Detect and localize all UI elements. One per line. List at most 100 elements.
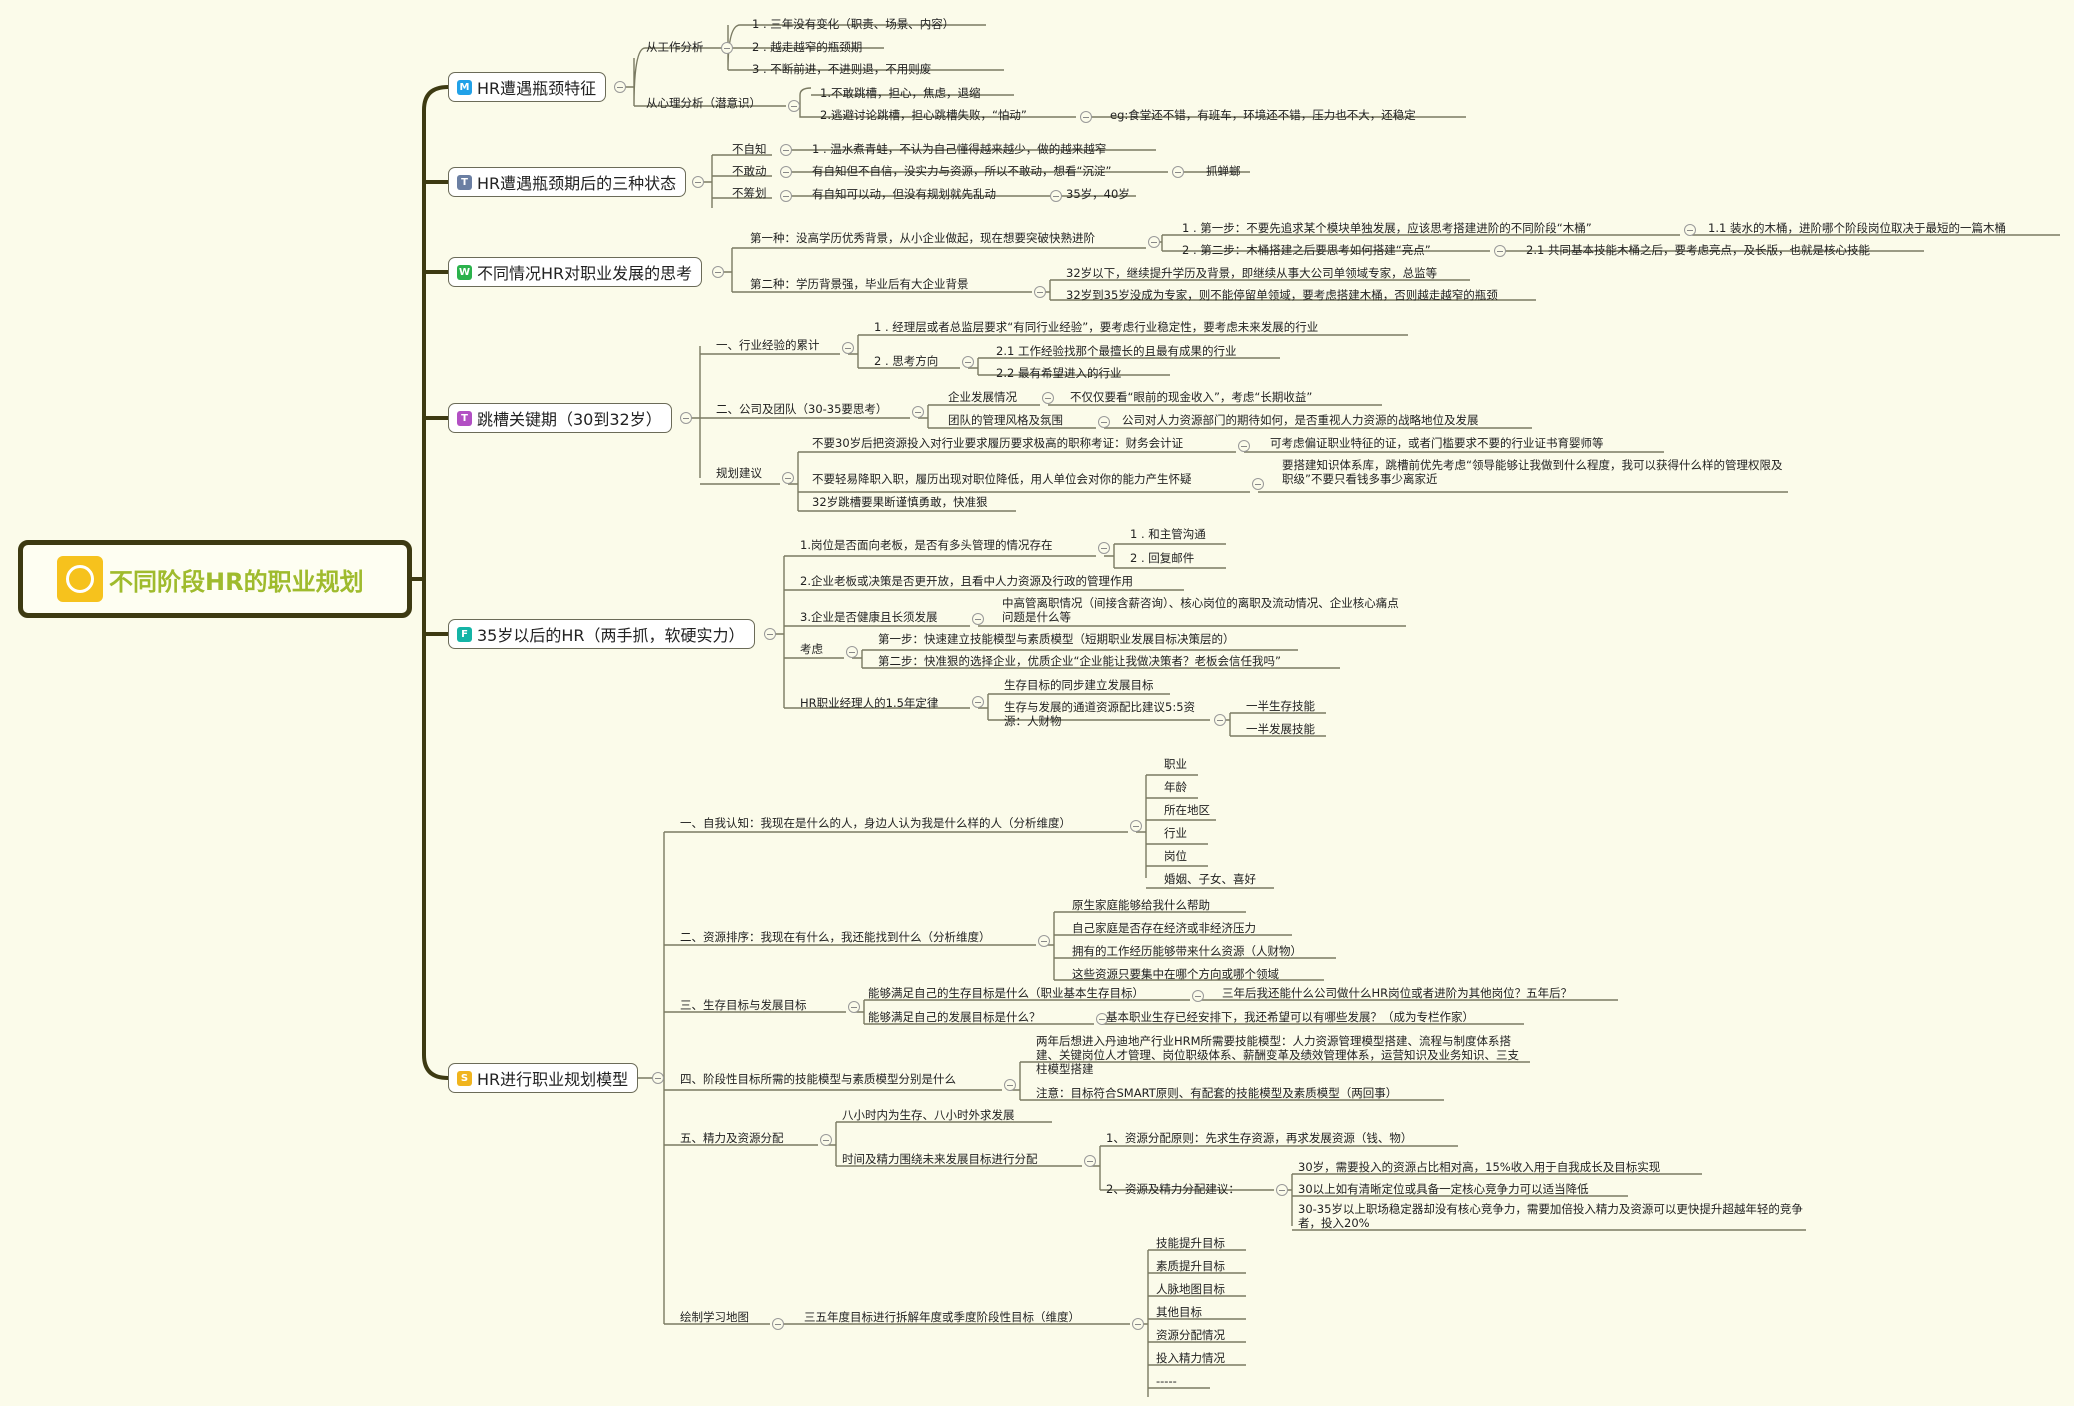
subtopic[interactable]: 2、资源及精力分配建议： bbox=[1106, 1182, 1240, 1196]
subtopic[interactable]: 团队的管理风格及氛围 bbox=[948, 413, 1063, 427]
subtopic-item[interactable]: 这些资源只要集中在哪个方向或哪个领域 bbox=[1072, 967, 1279, 981]
subtopic[interactable]: 三年后我还能什么公司做什么HR岗位或者进阶为其他岗位？五年后？ bbox=[1222, 986, 1573, 1000]
collapse-icon[interactable] bbox=[1252, 478, 1264, 490]
collapse-icon[interactable] bbox=[772, 1318, 784, 1330]
collapse-icon[interactable] bbox=[1494, 245, 1506, 257]
subtopic[interactable]: 2 . 越走越窄的瓶颈期 bbox=[752, 40, 863, 54]
subtopic-item[interactable]: 资源分配情况 bbox=[1156, 1328, 1225, 1342]
subtopic-item[interactable]: ----- bbox=[1156, 1374, 1177, 1388]
subtopic[interactable]: 八小时内为生存、八小时外求发展 bbox=[842, 1108, 1015, 1122]
collapse-icon[interactable] bbox=[1214, 714, 1226, 726]
subtopic[interactable]: 公司对人力资源部门的期待如何，是否重视人力资源的战略地位及发展 bbox=[1122, 413, 1479, 427]
subtopic-item[interactable]: 所在地区 bbox=[1164, 803, 1210, 817]
subtopic[interactable]: 要搭建知识体系库，跳槽前优先考虑“领导能够让我做到什么程度，我可以获得什么样的管… bbox=[1282, 458, 1783, 486]
subtopic[interactable]: 1 . 第一步：不要先追求某个模块单独发展，应该思考搭建进阶的不同阶段“木桶” bbox=[1182, 221, 1592, 235]
collapse-icon[interactable] bbox=[1050, 190, 1062, 202]
subtopic[interactable]: 1.不敢跳槽，担心，焦虑，退缩 bbox=[820, 86, 981, 100]
subtopic[interactable]: 注意：目标符合SMART原则、有配套的技能模型及素质模型（两回事） bbox=[1036, 1086, 1398, 1100]
collapse-icon[interactable] bbox=[1042, 392, 1054, 404]
collapse-icon[interactable] bbox=[1034, 286, 1046, 298]
subtopic-item[interactable]: 岗位 bbox=[1164, 849, 1187, 863]
subtopic[interactable]: 1 . 和主管沟通 bbox=[1130, 527, 1206, 541]
subtopic[interactable]: 2.企业老板或决策是否更开放，且看中人力资源及行政的管理作用 bbox=[800, 574, 1133, 588]
subtopic[interactable]: 不要轻易降职入职，履历出现对职位降低，用人单位会对你的能力产生怀疑 bbox=[812, 472, 1192, 486]
subtopic[interactable]: 三、生存目标与发展目标 bbox=[680, 998, 807, 1012]
subtopic[interactable]: 2 . 思考方向 bbox=[874, 354, 939, 368]
collapse-icon[interactable] bbox=[712, 266, 724, 278]
subtopic-item[interactable]: 技能提升目标 bbox=[1156, 1236, 1225, 1250]
collapse-icon[interactable] bbox=[652, 1072, 664, 1084]
subtopic-item[interactable]: 年龄 bbox=[1164, 780, 1187, 794]
subtopic[interactable]: 有自知可以动，但没有规划就先乱动 bbox=[812, 187, 996, 201]
subtopic[interactable]: 二、资源排序：我现在有什么，我还能找到什么（分析维度） bbox=[680, 930, 991, 944]
collapse-icon[interactable] bbox=[1038, 935, 1050, 947]
subtopic[interactable]: 不要30岁后把资源投入对行业要求履历要求极高的职称考证：财务会计证 bbox=[812, 436, 1184, 450]
subtopic[interactable]: 一半发展技能 bbox=[1246, 722, 1315, 736]
subtopic-item[interactable]: 素质提升目标 bbox=[1156, 1259, 1225, 1273]
subtopic[interactable]: 2 . 第二步：木桶搭建之后要思考如何搭建“亮点” bbox=[1182, 243, 1431, 257]
collapse-icon[interactable] bbox=[1148, 236, 1160, 248]
subtopic[interactable]: 一半生存技能 bbox=[1246, 699, 1315, 713]
collapse-icon[interactable] bbox=[788, 100, 800, 112]
subtopic[interactable]: 30岁，需要投入的资源占比相对高，15%收入用于自我成长及目标实现 bbox=[1298, 1160, 1661, 1174]
subtopic-item[interactable]: 人脉地图目标 bbox=[1156, 1282, 1225, 1296]
subtopic[interactable]: 不仅仅要看“眼前的现金收入”，考虑“长期收益” bbox=[1070, 390, 1313, 404]
collapse-icon[interactable] bbox=[1004, 1079, 1016, 1091]
collapse-icon[interactable] bbox=[721, 42, 733, 54]
subtopic[interactable]: 2.逃避讨论跳槽，担心跳槽失败，“怕动” bbox=[820, 108, 1027, 122]
collapse-icon[interactable] bbox=[972, 696, 984, 708]
subtopic-item[interactable]: 其他目标 bbox=[1156, 1305, 1202, 1319]
collapse-icon[interactable] bbox=[1172, 166, 1184, 178]
subtopic[interactable]: 抓蝉螂 bbox=[1206, 164, 1241, 178]
collapse-icon[interactable] bbox=[842, 342, 854, 354]
collapse-icon[interactable] bbox=[1238, 440, 1250, 452]
subtopic[interactable]: 1.1 装水的木桶，进阶哪个阶段岗位取决于最短的一篇木桶 bbox=[1708, 221, 2006, 235]
subtopic[interactable]: 能够满足自己的发展目标是什么？ bbox=[868, 1010, 1041, 1024]
collapse-icon[interactable] bbox=[962, 356, 974, 368]
subtopic[interactable]: HR职业经理人的1.5年定律 bbox=[800, 696, 939, 710]
subtopic[interactable]: 基本职业生存已经安排下，我还希望可以有哪些发展？（成为专栏作家） bbox=[1106, 1010, 1474, 1024]
subtopic-item[interactable]: 婚姻、子女、喜好 bbox=[1164, 872, 1256, 886]
subtopic-item[interactable]: 行业 bbox=[1164, 826, 1187, 840]
subtopic[interactable]: 30以上如有清晰定位或具备一定核心竞争力可以适当降低 bbox=[1298, 1182, 1589, 1196]
subtopic[interactable]: 1 . 温水煮青蛙，不认为自己懂得越来越少，做的越来越窄 bbox=[812, 142, 1107, 156]
subtopic[interactable]: 生存目标的同步建立发展目标 bbox=[1004, 678, 1154, 692]
subtopic[interactable]: eg:食堂还不错，有班车，环境还不错，压力也不大，还稳定 bbox=[1110, 108, 1416, 122]
collapse-icon[interactable] bbox=[1192, 990, 1204, 1002]
subtopic[interactable]: 1.岗位是否面向老板，是否有多头管理的情况存在 bbox=[800, 538, 1053, 552]
collapse-icon[interactable] bbox=[820, 1134, 832, 1146]
subtopic[interactable]: 一、行业经验的累计 bbox=[716, 338, 820, 352]
subtopic[interactable]: 32岁到35岁没成为专家，则不能停留单领域，要考虑搭建木桶，否则越走越窄的瓶颈 bbox=[1066, 288, 1498, 302]
subtopic[interactable]: 2 . 回复邮件 bbox=[1130, 551, 1195, 565]
collapse-icon[interactable] bbox=[848, 1001, 860, 1013]
collapse-icon[interactable] bbox=[692, 176, 704, 188]
subtopic[interactable]: 时间及精力围绕未来发展目标进行分配 bbox=[842, 1152, 1038, 1166]
subtopic[interactable]: 1、资源分配原则：先求生存资源，再求发展资源（钱、物） bbox=[1106, 1131, 1413, 1145]
subtopic[interactable]: 1 . 经理层或者总监层要求“有同行业经验”，要考虑行业稳定性，要考虑未来发展的… bbox=[874, 320, 1319, 334]
collapse-icon[interactable] bbox=[680, 412, 692, 424]
subtopic[interactable]: 一、自我认知：我现在是什么的人，身边人认为我是什么样的人（分析维度） bbox=[680, 816, 1071, 830]
subtopic-item[interactable]: 职业 bbox=[1164, 757, 1187, 771]
subtopic[interactable]: 30-35岁以上职场稳定器却没有核心竞争力，需要加倍投入精力及资源可以更快提升超… bbox=[1298, 1202, 1803, 1230]
collapse-icon[interactable] bbox=[780, 166, 792, 178]
subtopic[interactable]: 从工作分析 bbox=[646, 40, 704, 54]
collapse-icon[interactable] bbox=[1080, 111, 1092, 123]
subtopic[interactable]: 35岁，40岁 bbox=[1066, 187, 1130, 201]
subtopic[interactable]: 第二种：学历背景强，毕业后有大企业背景 bbox=[750, 277, 969, 291]
subtopic[interactable]: 从心理分析（潜意识） bbox=[646, 96, 761, 110]
subtopic[interactable]: 不自知 bbox=[732, 142, 767, 156]
subtopic[interactable]: 两年后想进入丹迪地产行业HRM所需要技能模型：人力资源管理模型搭建、流程与制度体… bbox=[1036, 1034, 1519, 1076]
collapse-icon[interactable] bbox=[912, 406, 924, 418]
subtopic-item[interactable]: 投入精力情况 bbox=[1156, 1351, 1225, 1365]
collapse-icon[interactable] bbox=[1096, 1013, 1108, 1025]
collapse-icon[interactable] bbox=[1084, 1155, 1096, 1167]
subtopic[interactable]: 32岁跳槽要果断谨慎勇敢，快准狠 bbox=[812, 495, 988, 509]
collapse-icon[interactable] bbox=[1098, 542, 1110, 554]
subtopic[interactable]: 三五年度目标进行拆解年度或季度阶段性目标（维度） bbox=[804, 1310, 1080, 1324]
subtopic[interactable]: 考虑 bbox=[800, 642, 823, 656]
subtopic[interactable]: 可考虑偏证职业特征的证，或者门槛要求不要的行业证书育婴师等 bbox=[1270, 436, 1604, 450]
subtopic[interactable]: 2.1 工作经验找那个最擅长的且最有成果的行业 bbox=[996, 344, 1237, 358]
collapse-icon[interactable] bbox=[846, 646, 858, 658]
